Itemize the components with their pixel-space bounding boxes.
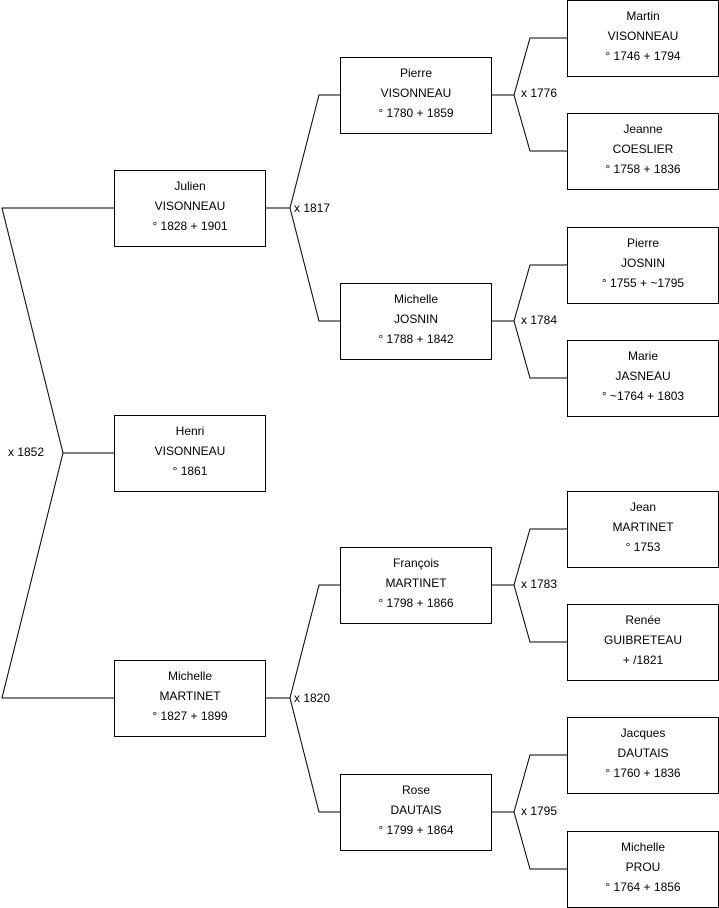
- connector-1795-upper: [513, 754, 567, 813]
- life-dates: ° 1780 + 1859: [378, 106, 454, 120]
- life-dates: ° 1798 + 1866: [378, 596, 454, 610]
- person-box-francois-martinet: François MARTINET ° 1798 + 1866: [340, 547, 492, 624]
- life-dates: ° 1746 + 1794: [605, 49, 681, 63]
- life-dates: ° 1753: [625, 540, 661, 554]
- marriage-label-1783: x 1783: [521, 577, 558, 591]
- connector-1817-upper: [289, 94, 340, 209]
- connector-1820-lower: [289, 697, 340, 813]
- last-name: JOSNIN: [393, 312, 438, 326]
- life-dates: ° 1755 + ~1795: [601, 276, 685, 290]
- connector-1784-upper: [513, 264, 567, 322]
- person-box-martin-visonneau: Martin VISONNEAU ° 1746 + 1794: [567, 0, 719, 77]
- last-name: MARTINET: [385, 576, 447, 590]
- person-box-renee-guibreteau: Renée GUIBRETEAU + /1821: [567, 604, 719, 681]
- connector-1783-upper: [513, 528, 567, 586]
- connector-1776-lower: [513, 94, 567, 152]
- marriage-label-1784: x 1784: [521, 313, 558, 327]
- first-name: Martin: [626, 9, 660, 23]
- marriage-label-1776: x 1776: [521, 86, 558, 100]
- life-dates: ° 1758 + 1836: [605, 162, 681, 176]
- last-name: VISONNEAU: [380, 86, 452, 100]
- marriage-label-1852: x 1852: [8, 445, 45, 459]
- person-box-jean-martinet: Jean MARTINET ° 1753: [567, 491, 719, 568]
- marriage-label-1820: x 1820: [294, 691, 331, 705]
- connector-1776-upper: [513, 37, 567, 96]
- life-dates: ° 1788 + 1842: [378, 332, 454, 346]
- first-name: Pierre: [626, 236, 659, 250]
- connector-1784-lower: [513, 320, 567, 379]
- first-name: François: [392, 556, 439, 570]
- first-name: Michelle: [620, 840, 665, 854]
- last-name: JOSNIN: [620, 256, 665, 270]
- last-name: DAUTAIS: [390, 803, 442, 817]
- connector-1783-lower: [513, 584, 567, 643]
- connector-1817-lower: [289, 207, 340, 322]
- life-dates: ° 1799 + 1864: [378, 823, 454, 837]
- person-box-henri-visonneau: Henri VISONNEAU ° 1861: [114, 415, 266, 492]
- life-dates: + /1821: [622, 653, 664, 667]
- first-name: Jacques: [620, 726, 666, 740]
- connector-1820-upper: [289, 584, 340, 699]
- person-box-michelle-prou: Michelle PROU ° 1764 + 1856: [567, 831, 719, 908]
- first-name: Pierre: [399, 66, 432, 80]
- first-name: Rose: [401, 783, 430, 797]
- first-name: Michelle: [393, 292, 438, 306]
- person-box-jacques-dautais: Jacques DAUTAIS ° 1760 + 1836: [567, 717, 719, 794]
- life-dates: ° 1760 + 1836: [605, 766, 681, 780]
- last-name: VISONNEAU: [607, 29, 679, 43]
- life-dates: ° 1828 + 1901: [152, 219, 228, 233]
- person-box-pierre-visonneau: Pierre VISONNEAU ° 1780 + 1859: [340, 57, 492, 134]
- first-name: Henri: [175, 424, 205, 438]
- first-name: Marie: [627, 349, 658, 363]
- connector-1852-lower: [1, 452, 114, 699]
- last-name: MARTINET: [159, 689, 221, 703]
- marriage-label-1817: x 1817: [294, 201, 331, 215]
- connector-1795-lower: [513, 811, 567, 870]
- life-dates: ° 1764 + 1856: [605, 880, 681, 894]
- person-box-michelle-josnin: Michelle JOSNIN ° 1788 + 1842: [340, 283, 492, 360]
- person-box-rose-dautais: Rose DAUTAIS ° 1799 + 1864: [340, 774, 492, 851]
- first-name: Julien: [174, 179, 206, 193]
- life-dates: ° 1861: [172, 464, 208, 478]
- connector-1852-upper: [1, 207, 114, 454]
- last-name: DAUTAIS: [617, 746, 669, 760]
- person-box-julien-visonneau: Julien VISONNEAU ° 1828 + 1901: [114, 170, 266, 247]
- last-name: GUIBRETEAU: [603, 633, 682, 647]
- life-dates: ° 1827 + 1899: [152, 709, 228, 723]
- person-box-pierre-josnin: Pierre JOSNIN ° 1755 + ~1795: [567, 227, 719, 304]
- first-name: Michelle: [167, 669, 212, 683]
- first-name: Renée: [625, 613, 661, 627]
- person-box-jeanne-coeslier: Jeanne COESLIER ° 1758 + 1836: [567, 113, 719, 190]
- first-name: Jean: [629, 500, 657, 514]
- person-box-marie-jasneau: Marie JASNEAU ° ~1764 + 1803: [567, 340, 719, 417]
- last-name: COESLIER: [612, 142, 674, 156]
- last-name: VISONNEAU: [154, 199, 226, 213]
- first-name: Jeanne: [623, 122, 663, 136]
- last-name: MARTINET: [612, 520, 674, 534]
- person-box-michelle-martinet: Michelle MARTINET ° 1827 + 1899: [114, 660, 266, 737]
- last-name: PROU: [625, 860, 661, 874]
- last-name: VISONNEAU: [154, 444, 226, 458]
- life-dates: ° ~1764 + 1803: [601, 389, 685, 403]
- marriage-label-1795: x 1795: [521, 804, 558, 818]
- last-name: JASNEAU: [615, 369, 671, 383]
